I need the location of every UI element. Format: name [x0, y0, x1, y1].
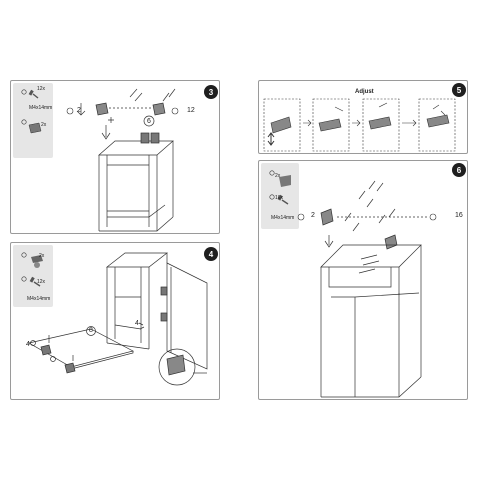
adjust-title: Adjust [355, 89, 374, 95]
step-number-badge: 6 [452, 163, 466, 177]
part-number-label: 6 [147, 118, 151, 125]
hinge-icon [21, 252, 43, 268]
screw-icon [21, 276, 41, 287]
step-number-badge: 5 [452, 83, 466, 97]
step-4-panel: 4 2x 12x M4x14mm [10, 242, 220, 400]
hinge-plate-icon [21, 119, 42, 134]
hardware-box [13, 245, 53, 307]
hardware-box [13, 83, 53, 158]
hardware-qty: 2x [275, 173, 281, 179]
hardware-qty: 12x [37, 86, 46, 92]
callout-right-qty: 16 [455, 212, 463, 219]
callout-circle-icon [171, 107, 179, 115]
screw-icon [269, 194, 289, 205]
callout-right-qty: 12 [187, 107, 195, 114]
part-number-label: 8 [89, 327, 93, 334]
hardware-spec: M4x14mm [27, 296, 51, 302]
hardware-qty: 12x [37, 279, 46, 285]
bracket-icon [269, 170, 291, 187]
hardware-qty: 2x [39, 253, 45, 259]
hardware-qty: 2x [41, 122, 47, 128]
step-5-panel: 5 Adjust [258, 80, 468, 154]
callout-circle-icon [66, 107, 74, 115]
hinge-qty-left: 4 [26, 341, 30, 348]
step-3-panel: 3 12x M4x14mm 2x 2 12 [10, 80, 220, 234]
hardware-spec: M4x14mm [271, 215, 295, 221]
screw-icon [21, 89, 39, 99]
hinge-qty-right: 4 [135, 320, 139, 327]
hardware-qty: 16x [275, 195, 284, 201]
cabinet-with-door-illustration [28, 252, 208, 386]
cabinet-frame-illustration [76, 88, 176, 232]
callout-left-qty: 2 [311, 212, 315, 219]
step-6-panel: 6 2x 16x M4x14mm 2 16 [258, 160, 468, 400]
step-number-badge: 3 [204, 85, 218, 99]
step-number-badge: 4 [204, 247, 218, 261]
hardware-spec: M4x14mm [29, 105, 53, 111]
callout-circle-icon [297, 213, 305, 221]
cabinet-final-assembly [320, 180, 429, 398]
hinge-adjust-sequence [263, 98, 456, 152]
callout-circle-icon [429, 213, 437, 221]
callout-left-qty: 2 [77, 107, 81, 114]
